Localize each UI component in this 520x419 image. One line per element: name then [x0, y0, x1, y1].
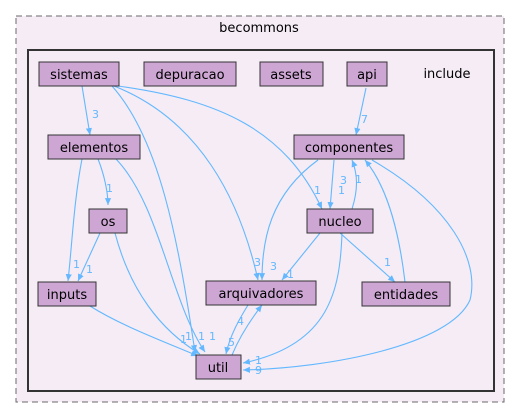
- edge-label-elementos-util: 1: [198, 330, 205, 343]
- edge-componentes-nucleo: [327, 159, 335, 210]
- node-elementos[interactable]: elementos: [47, 134, 141, 160]
- edge-sistemas-nucleo: [117, 85, 323, 210]
- node-inputs[interactable]: inputs: [37, 281, 97, 307]
- edge-elementos-os: [97, 158, 112, 206]
- edge-elementos-util: [115, 158, 206, 353]
- node-entidades[interactable]: entidades: [361, 281, 451, 307]
- edge-label-nucleo-util: 1: [255, 354, 262, 367]
- edge-label-componentes-arquivadores: 3: [270, 260, 277, 273]
- node-arquivadores[interactable]: arquivadores: [205, 280, 317, 306]
- node-inputs-label: inputs: [47, 288, 87, 303]
- node-api-label: api: [357, 68, 377, 83]
- cluster-include-title: include: [423, 67, 470, 82]
- node-componentes[interactable]: componentes: [293, 134, 405, 160]
- edge-label-componentes-nucleo: 3: [340, 174, 347, 187]
- edge-label-api-componentes: 7: [361, 113, 368, 126]
- edge-label-elementos-inputs: 1: [73, 258, 80, 271]
- node-sistemas-label: sistemas: [50, 68, 108, 83]
- edge-label-arquivadores-util: 5: [228, 336, 235, 349]
- edge-arquivadores-util: [224, 304, 249, 355]
- edge-label-nucleo-componentes: 1: [338, 184, 345, 197]
- edge-os-util: [114, 232, 201, 355]
- node-depuracao-label: depuracao: [155, 68, 224, 83]
- node-elementos-label: elementos: [60, 141, 129, 156]
- node-os-label: os: [101, 215, 116, 230]
- edge-nucleo-arquivadores: [281, 232, 321, 281]
- edge-label-sistemas-elementos: 3: [92, 108, 99, 121]
- edge-entidades-componentes: [364, 159, 406, 283]
- node-util-label: util: [208, 361, 229, 376]
- edge-sistemas-elementos: [81, 85, 92, 136]
- node-sistemas[interactable]: sistemas: [38, 61, 120, 87]
- edge-nucleo-entidades: [339, 232, 396, 283]
- edge-label-sistemas-nucleo: 1: [314, 184, 321, 197]
- node-nucleo-label: nucleo: [318, 215, 361, 230]
- edge-util-arquivadores: [231, 304, 263, 356]
- edge-labels: 3 7 1 1 1 1 1 1 1 3 3 1 1 3 1 1 1 4 5 1 …: [73, 108, 391, 377]
- edge-label-elementos-os: 1: [106, 182, 113, 195]
- node-entidades-label: entidades: [374, 288, 438, 303]
- edge-label-componentes-util: 9: [255, 364, 262, 377]
- node-api[interactable]: api: [346, 61, 388, 87]
- edge-componentes-util: [242, 159, 473, 373]
- edge-os-inputs: [77, 232, 101, 282]
- edges: [65, 85, 473, 373]
- edge-label-inputs-util: 1: [180, 333, 187, 346]
- node-util[interactable]: util: [195, 354, 242, 380]
- edge-label-entidades-componentes: 1: [355, 173, 362, 186]
- edge-label-os-inputs: 1: [86, 263, 93, 276]
- edge-nucleo-componentes: [351, 159, 358, 210]
- node-assets-label: assets: [270, 68, 312, 83]
- cluster-becommons-title: becommons: [219, 21, 299, 36]
- edge-nucleo-util: [242, 232, 343, 365]
- node-arquivadores-label: arquivadores: [219, 287, 304, 302]
- edge-label-sistemas-arquivadores: 3: [254, 256, 261, 269]
- edge-sistemas-util: [111, 85, 198, 353]
- edge-label-nucleo-entidades: 1: [384, 256, 391, 269]
- node-assets[interactable]: assets: [259, 61, 324, 87]
- edge-inputs-util: [89, 305, 199, 357]
- edge-label-os-util: 1: [185, 330, 192, 343]
- node-depuracao[interactable]: depuracao: [143, 61, 237, 87]
- node-componentes-label: componentes: [305, 141, 394, 156]
- edge-label-nucleo-arquivadores: 1: [287, 268, 294, 281]
- edge-label-sistemas-util: 1: [209, 330, 216, 343]
- edge-componentes-arquivadores: [258, 159, 319, 281]
- edge-api-componentes: [354, 87, 367, 136]
- node-nucleo[interactable]: nucleo: [306, 208, 374, 234]
- edge-sistemas-arquivadores: [113, 85, 260, 281]
- edge-label-util-arquivadores: 4: [237, 315, 244, 328]
- node-os[interactable]: os: [88, 208, 128, 234]
- edge-elementos-inputs: [65, 158, 83, 282]
